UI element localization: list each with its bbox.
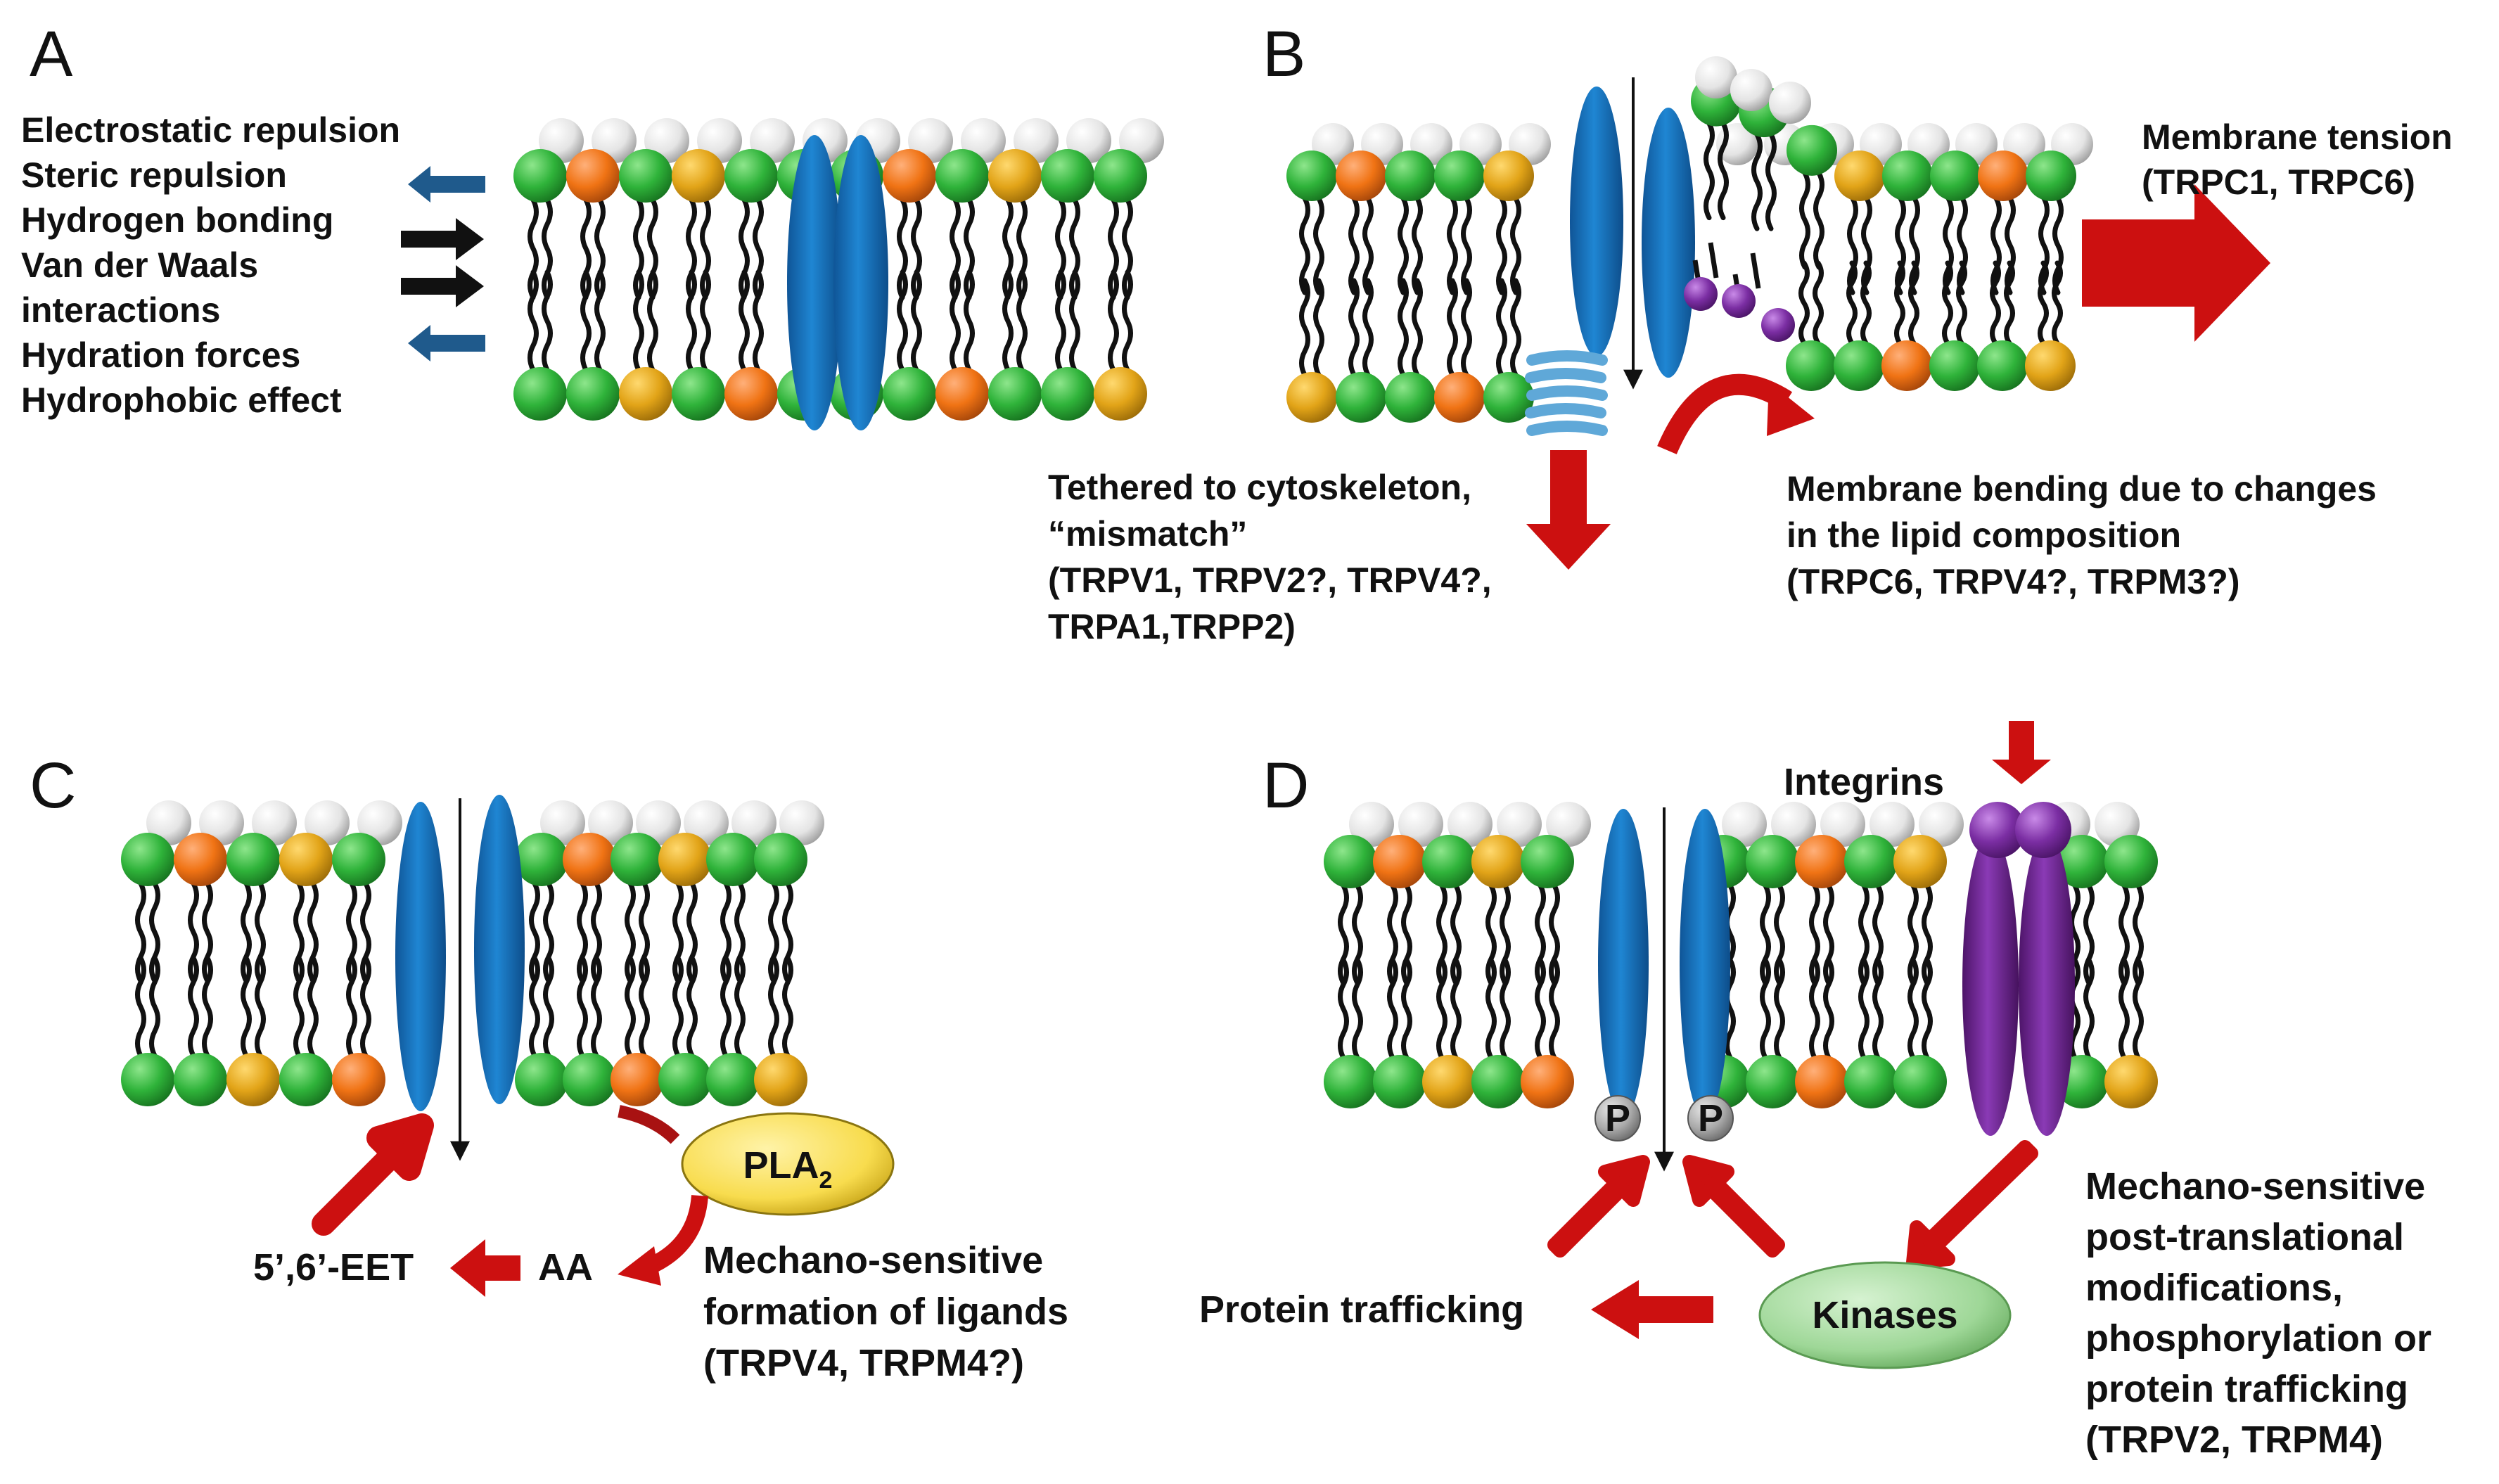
pla2-tail xyxy=(618,1105,680,1144)
trafficking-to-channel-arrow xyxy=(1547,1155,1650,1258)
ligand-formation-label: Mechano-sensitive formation of ligands (TR… xyxy=(703,1239,1068,1384)
tether-line: (TRPV1, TRPV2?, TRPV4?, xyxy=(1048,561,1492,600)
bending-line: Membrane bending due to changes xyxy=(1787,469,2377,508)
trp-channel-a xyxy=(787,135,888,430)
bending-line: (TRPC6, TRPV4?, TRPM3?) xyxy=(1787,562,2239,601)
pla2-enzyme xyxy=(681,1112,895,1216)
tether-arrow xyxy=(1526,450,1611,570)
ptm-line: post-translational xyxy=(2085,1216,2404,1258)
aa-to-eet-arrow xyxy=(450,1239,520,1297)
aa-label: AA xyxy=(538,1246,593,1288)
ligand-line: Mechano-sensitive xyxy=(703,1239,1043,1281)
force-line: Hydration forces xyxy=(21,335,300,375)
tether-line: “mismatch” xyxy=(1048,514,1247,554)
integrin-to-kinase-arrow xyxy=(1906,1140,2038,1269)
panel-letter-b: B xyxy=(1263,18,1305,90)
purple-lipids xyxy=(1684,242,1795,342)
panel-letter-d: D xyxy=(1263,750,1309,821)
bending-label: Membrane bending due to changes in the li… xyxy=(1787,469,2377,601)
integrin-force-arrow xyxy=(1992,721,2051,784)
cytoskeleton-spring xyxy=(1525,350,1608,436)
force-line: Steric repulsion xyxy=(21,155,287,195)
bending-line: in the lipid composition xyxy=(1787,516,2181,555)
trp-channel-c xyxy=(395,795,525,1111)
panel-letter-a: A xyxy=(30,18,73,90)
tension-line: (TRPC1, TRPC6) xyxy=(2142,162,2415,202)
pla2-label: PLA2 xyxy=(743,1144,833,1194)
integrin xyxy=(1962,802,2075,1136)
tether-line: Tethered to cytoskeleton, xyxy=(1048,468,1471,507)
force-line: Hydrophobic effect xyxy=(21,380,342,420)
integrins-label: Integrins xyxy=(1784,761,1944,803)
phospho-right: P xyxy=(1687,1095,1734,1141)
attraction-arrow-1 xyxy=(401,218,484,260)
phospho-left: P xyxy=(1594,1095,1641,1141)
protein-trafficking-label: Protein trafficking xyxy=(1199,1288,1524,1331)
bending-arrow xyxy=(1657,373,1793,455)
svg-text:P: P xyxy=(1698,1097,1723,1139)
ptm-label: Mechano-sensitive post-translational modif… xyxy=(2085,1165,2431,1461)
panel-letter-c: C xyxy=(30,750,76,821)
force-line: Hydrogen bonding xyxy=(21,200,333,240)
membrane-b xyxy=(1286,56,2093,423)
ptm-line: (TRPV2, TRPM4) xyxy=(2085,1419,2383,1461)
svg-text:P: P xyxy=(1605,1097,1630,1139)
attraction-arrow-2 xyxy=(401,265,484,307)
ligand-line: (TRPV4, TRPM4?) xyxy=(703,1342,1024,1384)
ligand-line: formation of ligands xyxy=(703,1291,1068,1333)
ptm-line: modifications, xyxy=(2085,1267,2343,1309)
trp-channel-b xyxy=(1570,87,1695,378)
kinase-to-trafficking-arrow xyxy=(1591,1280,1713,1339)
force-line: Van der Waals xyxy=(21,245,258,285)
ptm-line: protein trafficking xyxy=(2085,1368,2408,1410)
membrane-c xyxy=(121,800,824,1106)
membrane-tension-label: Membrane tension (TRPC1, TRPC6) xyxy=(2142,117,2453,202)
ptm-line: Mechano-sensitive xyxy=(2085,1165,2425,1208)
eet-to-channel-arrow xyxy=(312,1113,434,1236)
tether-line: TRPA1,TRPP2) xyxy=(1048,607,1296,646)
tension-line: Membrane tension xyxy=(2142,117,2453,157)
kinases-label: Kinases xyxy=(1812,1294,1957,1336)
tension-arrow xyxy=(2082,184,2270,342)
repulsion-arrow-top xyxy=(408,166,485,203)
repulsion-arrow-bottom xyxy=(408,325,485,362)
eet-label: 5’,6’-EET xyxy=(253,1246,414,1288)
tether-label: Tethered to cytoskeleton, “mismatch” (TRPV… xyxy=(1048,468,1492,646)
kinase-to-channel-right-arrow xyxy=(1682,1155,1785,1258)
force-line: Electrostatic repulsion xyxy=(21,110,400,150)
panel-a-force-arrows xyxy=(401,166,485,362)
kinases-ellipse xyxy=(1758,1261,2012,1369)
force-line: interactions xyxy=(21,290,220,330)
pla2-to-aa-arrow xyxy=(646,1194,708,1274)
ptm-line: phosphorylation or xyxy=(2085,1317,2431,1360)
trp-channel-d xyxy=(1598,809,1730,1118)
